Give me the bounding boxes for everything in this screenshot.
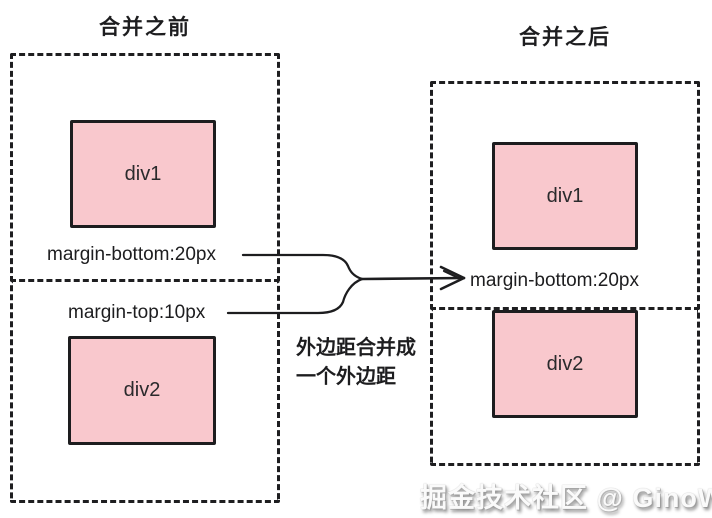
before-container-div2: [10, 282, 280, 503]
arrowhead-extra-stroke: [442, 269, 463, 281]
after-div1-box: div1: [492, 142, 638, 250]
merge-annotation-line2: 一个外边距: [296, 366, 396, 388]
before-div2-box: div2: [68, 336, 216, 445]
after-div2-label: div2: [546, 352, 584, 375]
merge-annotation: 外边距合并成 一个外边距: [296, 334, 416, 392]
arrowhead-icon: [439, 265, 466, 291]
before-margin-bottom-label: margin-bottom:20px: [47, 244, 216, 265]
before-container-div1: [10, 53, 280, 282]
before-margin-top-label: margin-top:10px: [68, 302, 206, 323]
after-container-div2: [430, 310, 700, 466]
before-div1-box: div1: [70, 120, 216, 228]
top-leader-line: [241, 253, 364, 281]
after-container-div1: [430, 81, 700, 310]
after-div1-label: div1: [546, 184, 584, 207]
merge-annotation-line1: 外边距合并成: [296, 337, 416, 359]
after-div2-box: div2: [492, 310, 638, 418]
after-title: 合并之后: [519, 26, 611, 49]
before-title: 合并之前: [99, 16, 191, 39]
merge-connector: [226, 253, 466, 315]
arrow-shaft: [360, 276, 466, 281]
before-div2-label: div2: [123, 379, 161, 401]
before-div1-label: div1: [124, 162, 162, 185]
bottom-leader-line: [226, 277, 364, 315]
after-margin-bottom-label: margin-bottom:20px: [470, 270, 639, 291]
watermark: 掘金技术社区 @ GinoWi: [420, 483, 712, 513]
